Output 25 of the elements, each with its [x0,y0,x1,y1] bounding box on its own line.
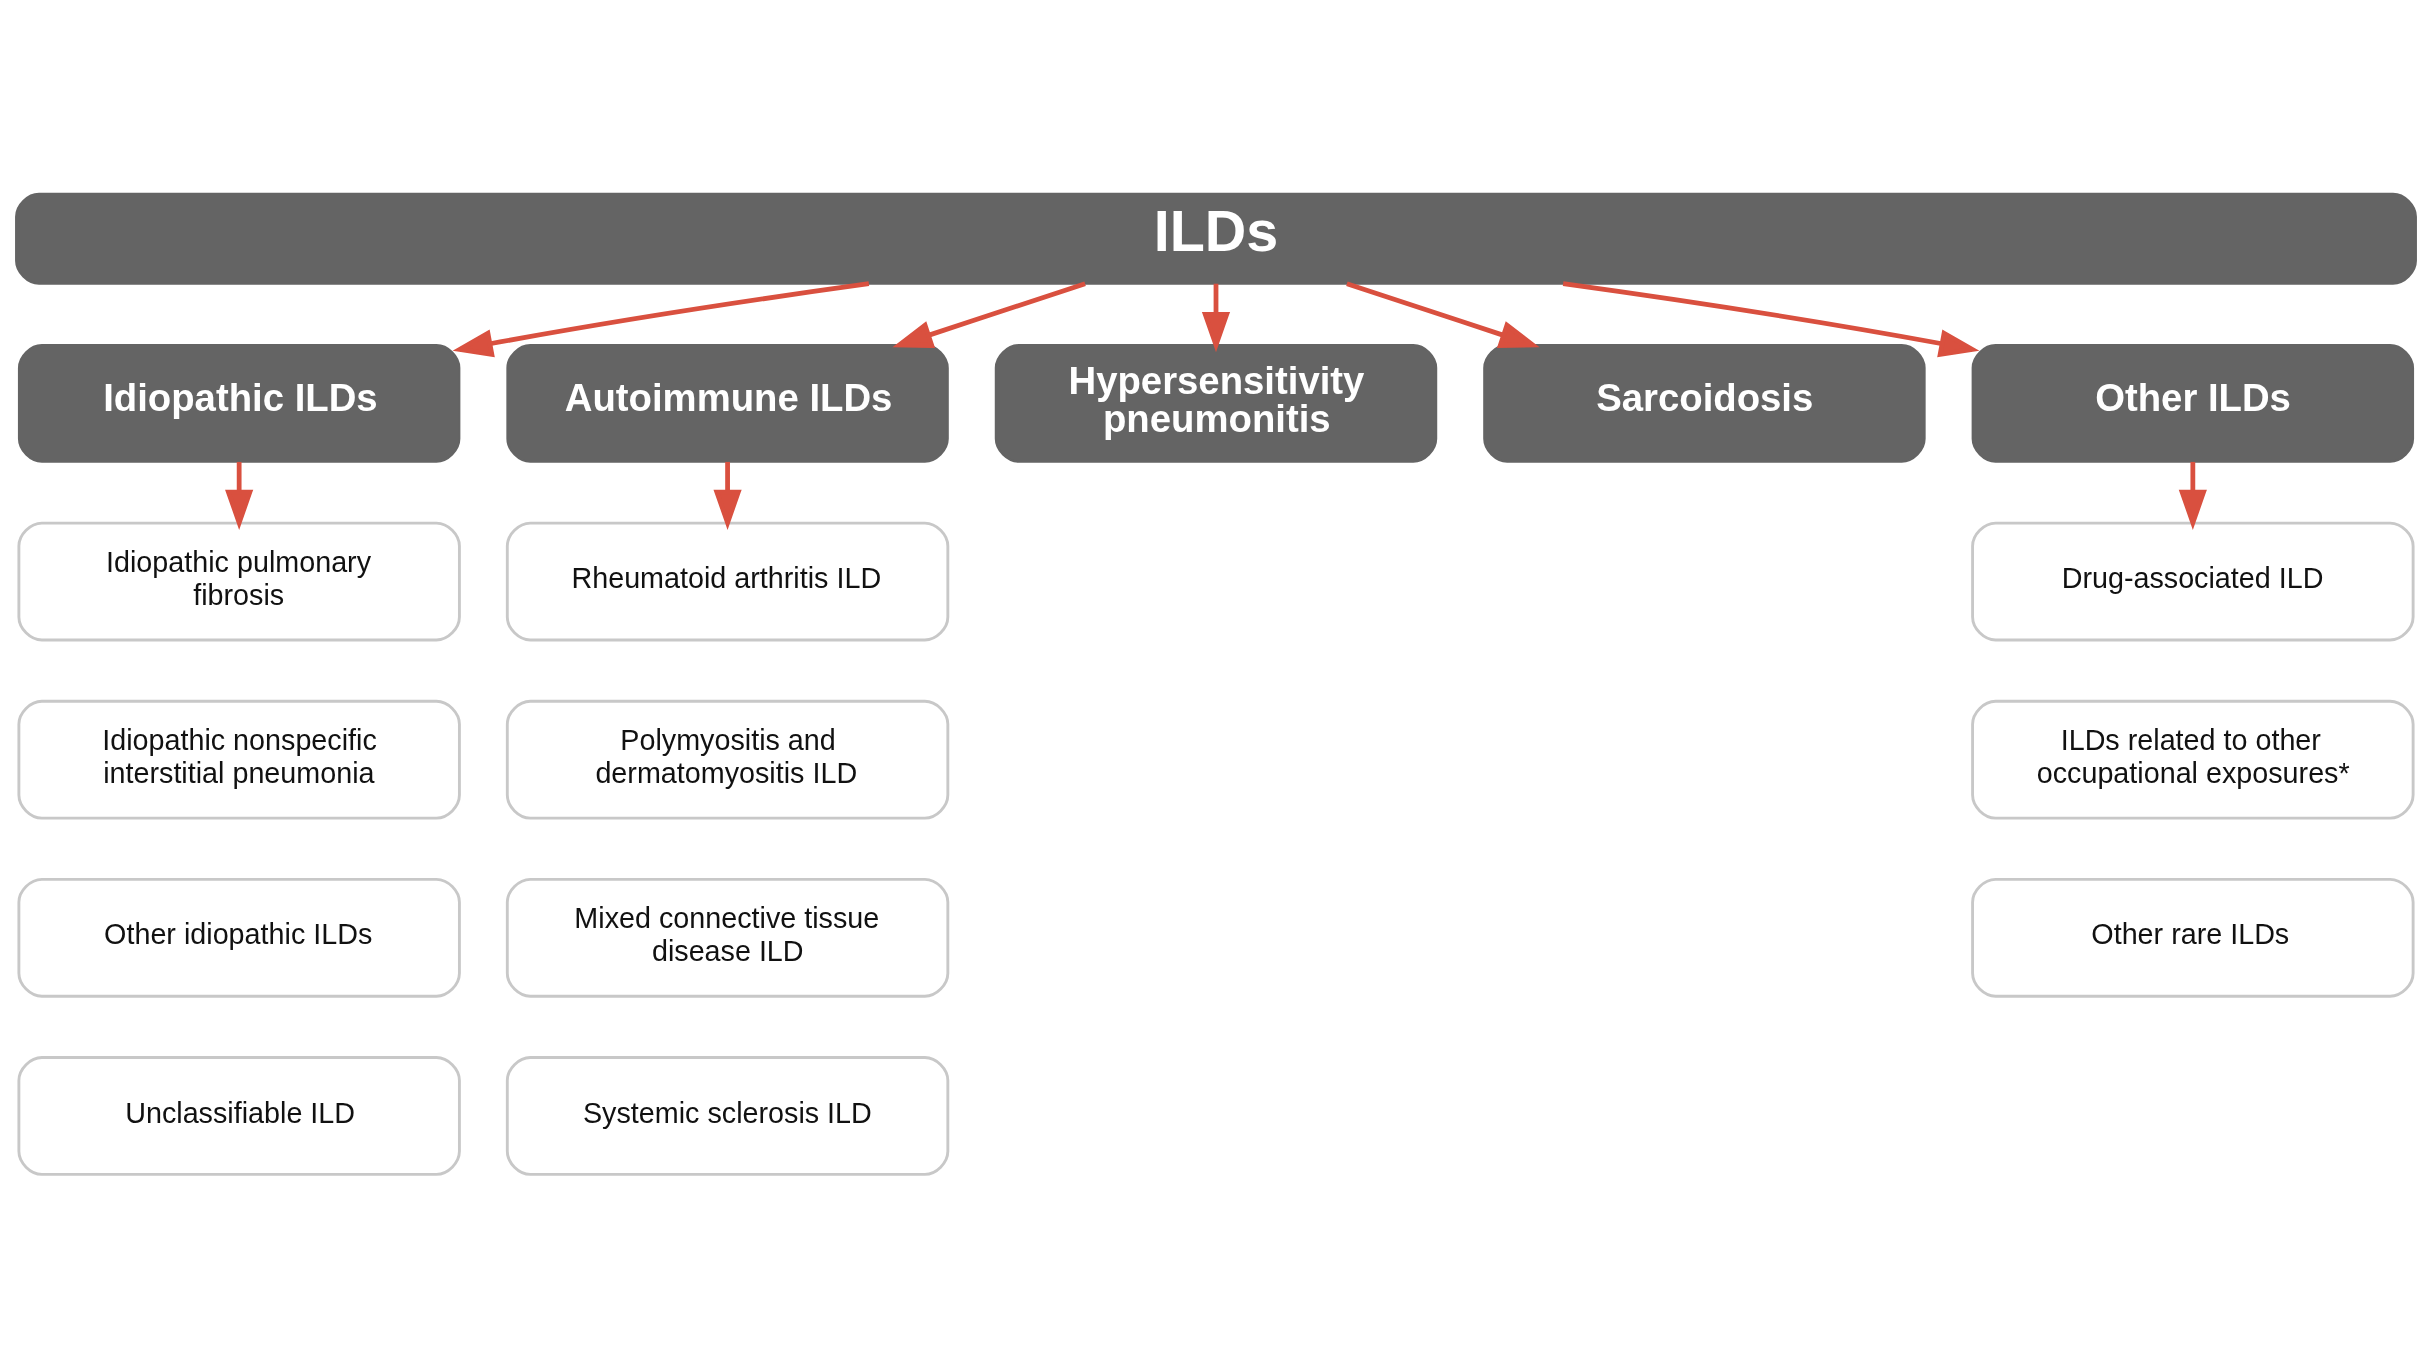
node-box: Unclassifiable ILD [17,1056,461,1176]
node-box: Systemic sclerosis ILD [505,1056,950,1176]
node-box: Rheumatoid arthritis ILD [505,521,950,642]
node-box: Polymyositis and dermatomyositis ILD [505,699,950,820]
node-box: ILDs [15,192,2417,285]
node-box: Idiopathic pulmonary fibrosis [17,521,461,642]
node-box: Other idiopathic ILDs [17,877,461,998]
node-box: Other rare ILDs [1971,877,2415,998]
arrow [2178,461,2207,530]
node-box: Other ILDs [1971,344,2415,463]
node-box: Sarcoidosis [1483,344,1926,463]
arrow [452,281,870,358]
node-box: Idiopathic nonspecific interstitial pneumonia [17,699,461,820]
node-box: Mixed connective tissue disease ILD [505,877,950,998]
node-box: ILDs related to other occupational exposures* [1971,699,2415,820]
arrow [225,461,254,530]
arrow [1562,281,1980,358]
arrow [892,281,1086,348]
arrow [1201,283,1231,353]
arrow [1346,281,1540,348]
node-box: Autoimmune ILDs [506,344,949,463]
node-box: Hypersensitivity pneumonitis [994,344,1438,463]
node-box: Drug-associated ILD [1971,521,2415,642]
arrow [713,461,742,530]
node-box: Idiopathic ILDs [17,344,461,463]
